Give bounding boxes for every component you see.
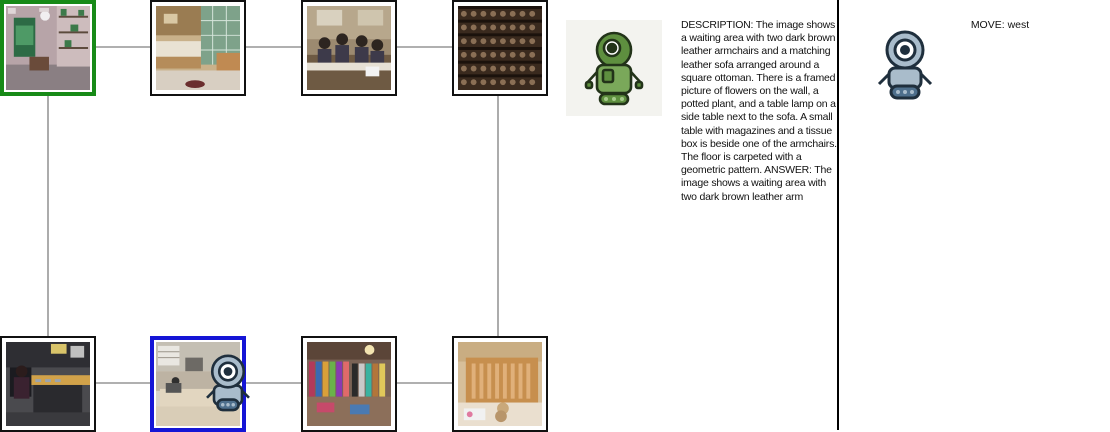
room-map: [0, 0, 548, 432]
room-thumbnail-wine-cellar: [458, 6, 542, 90]
room-thumbnail-nursery: [458, 342, 542, 426]
map-edges: [47, 46, 499, 384]
room-node-8[interactable]: [452, 336, 548, 432]
room-thumbnail-clothing-store: [307, 342, 391, 426]
room-node-1[interactable]: [0, 0, 96, 96]
agent-robot-icon: [206, 354, 250, 412]
room-thumbnail-control-room: [6, 342, 90, 426]
green-robot-icon: [566, 20, 662, 116]
room-node-6[interactable]: [150, 336, 246, 432]
room-node-7[interactable]: [301, 336, 397, 432]
room-description: DESCRIPTION: The image shows a waiting a…: [681, 19, 837, 203]
room-node-5[interactable]: [0, 336, 96, 432]
room-node-3[interactable]: [301, 0, 397, 96]
room-node-4[interactable]: [452, 0, 548, 96]
room-thumbnail-kitchen: [156, 6, 240, 90]
room-thumbnail-shop: [6, 6, 90, 90]
room-node-2[interactable]: [150, 0, 246, 96]
blue-robot-icon: [877, 30, 933, 100]
room-thumbnail-classroom: [307, 6, 391, 90]
panel-divider: [837, 0, 839, 430]
move-command: MOVE: west: [970, 19, 1030, 31]
